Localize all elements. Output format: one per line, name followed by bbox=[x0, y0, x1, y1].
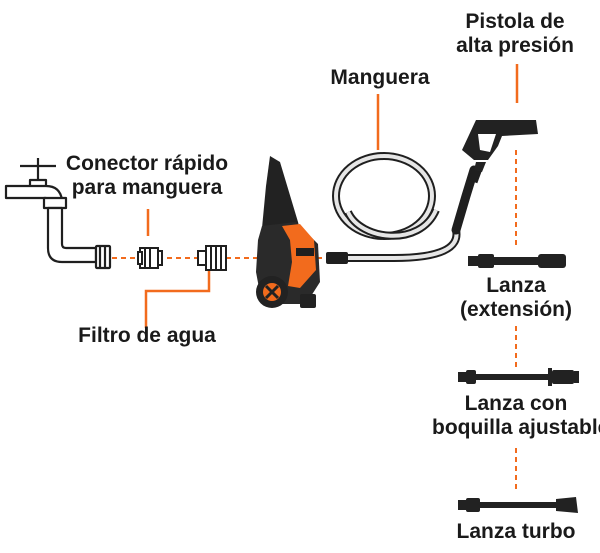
faucet-icon bbox=[4, 158, 112, 270]
quick-connector-icon bbox=[137, 247, 163, 269]
adjustable-lance-icon bbox=[458, 368, 579, 386]
label-filtro: Filtro de agua bbox=[78, 324, 216, 347]
label-lanza-boquilla-line1: Lanza con bbox=[464, 392, 568, 415]
label-lanza-boquilla-line2: boquilla ajustable bbox=[432, 416, 600, 439]
label-conector: Conector rápido para manguera bbox=[62, 152, 232, 200]
label-conector-line1: Conector rápido bbox=[65, 152, 229, 175]
pressure-washer-icon bbox=[256, 156, 320, 308]
label-pistola-line1: Pistola de bbox=[465, 10, 565, 33]
label-conector-line2: para manguera bbox=[71, 176, 223, 199]
label-lanza-extension: Lanza (extensión) bbox=[446, 274, 586, 322]
hose-icon bbox=[326, 152, 461, 264]
label-lanza-boquilla: Lanza con boquilla ajustable bbox=[432, 392, 600, 440]
water-filter-icon bbox=[197, 245, 227, 271]
label-lanza-extension-line2: (extensión) bbox=[459, 298, 572, 321]
label-pistola-line2: alta presión bbox=[456, 34, 574, 57]
callout-lines bbox=[144, 64, 519, 328]
lance-extension-icon bbox=[468, 254, 566, 268]
label-manguera: Manguera bbox=[330, 66, 430, 89]
label-lanza-extension-line1: Lanza bbox=[486, 274, 546, 297]
spray-gun-icon bbox=[451, 120, 538, 235]
label-pistola: Pistola de alta presión bbox=[455, 10, 575, 58]
label-lanza-turbo: Lanza turbo bbox=[456, 520, 576, 543]
turbo-lance-icon bbox=[458, 497, 578, 513]
